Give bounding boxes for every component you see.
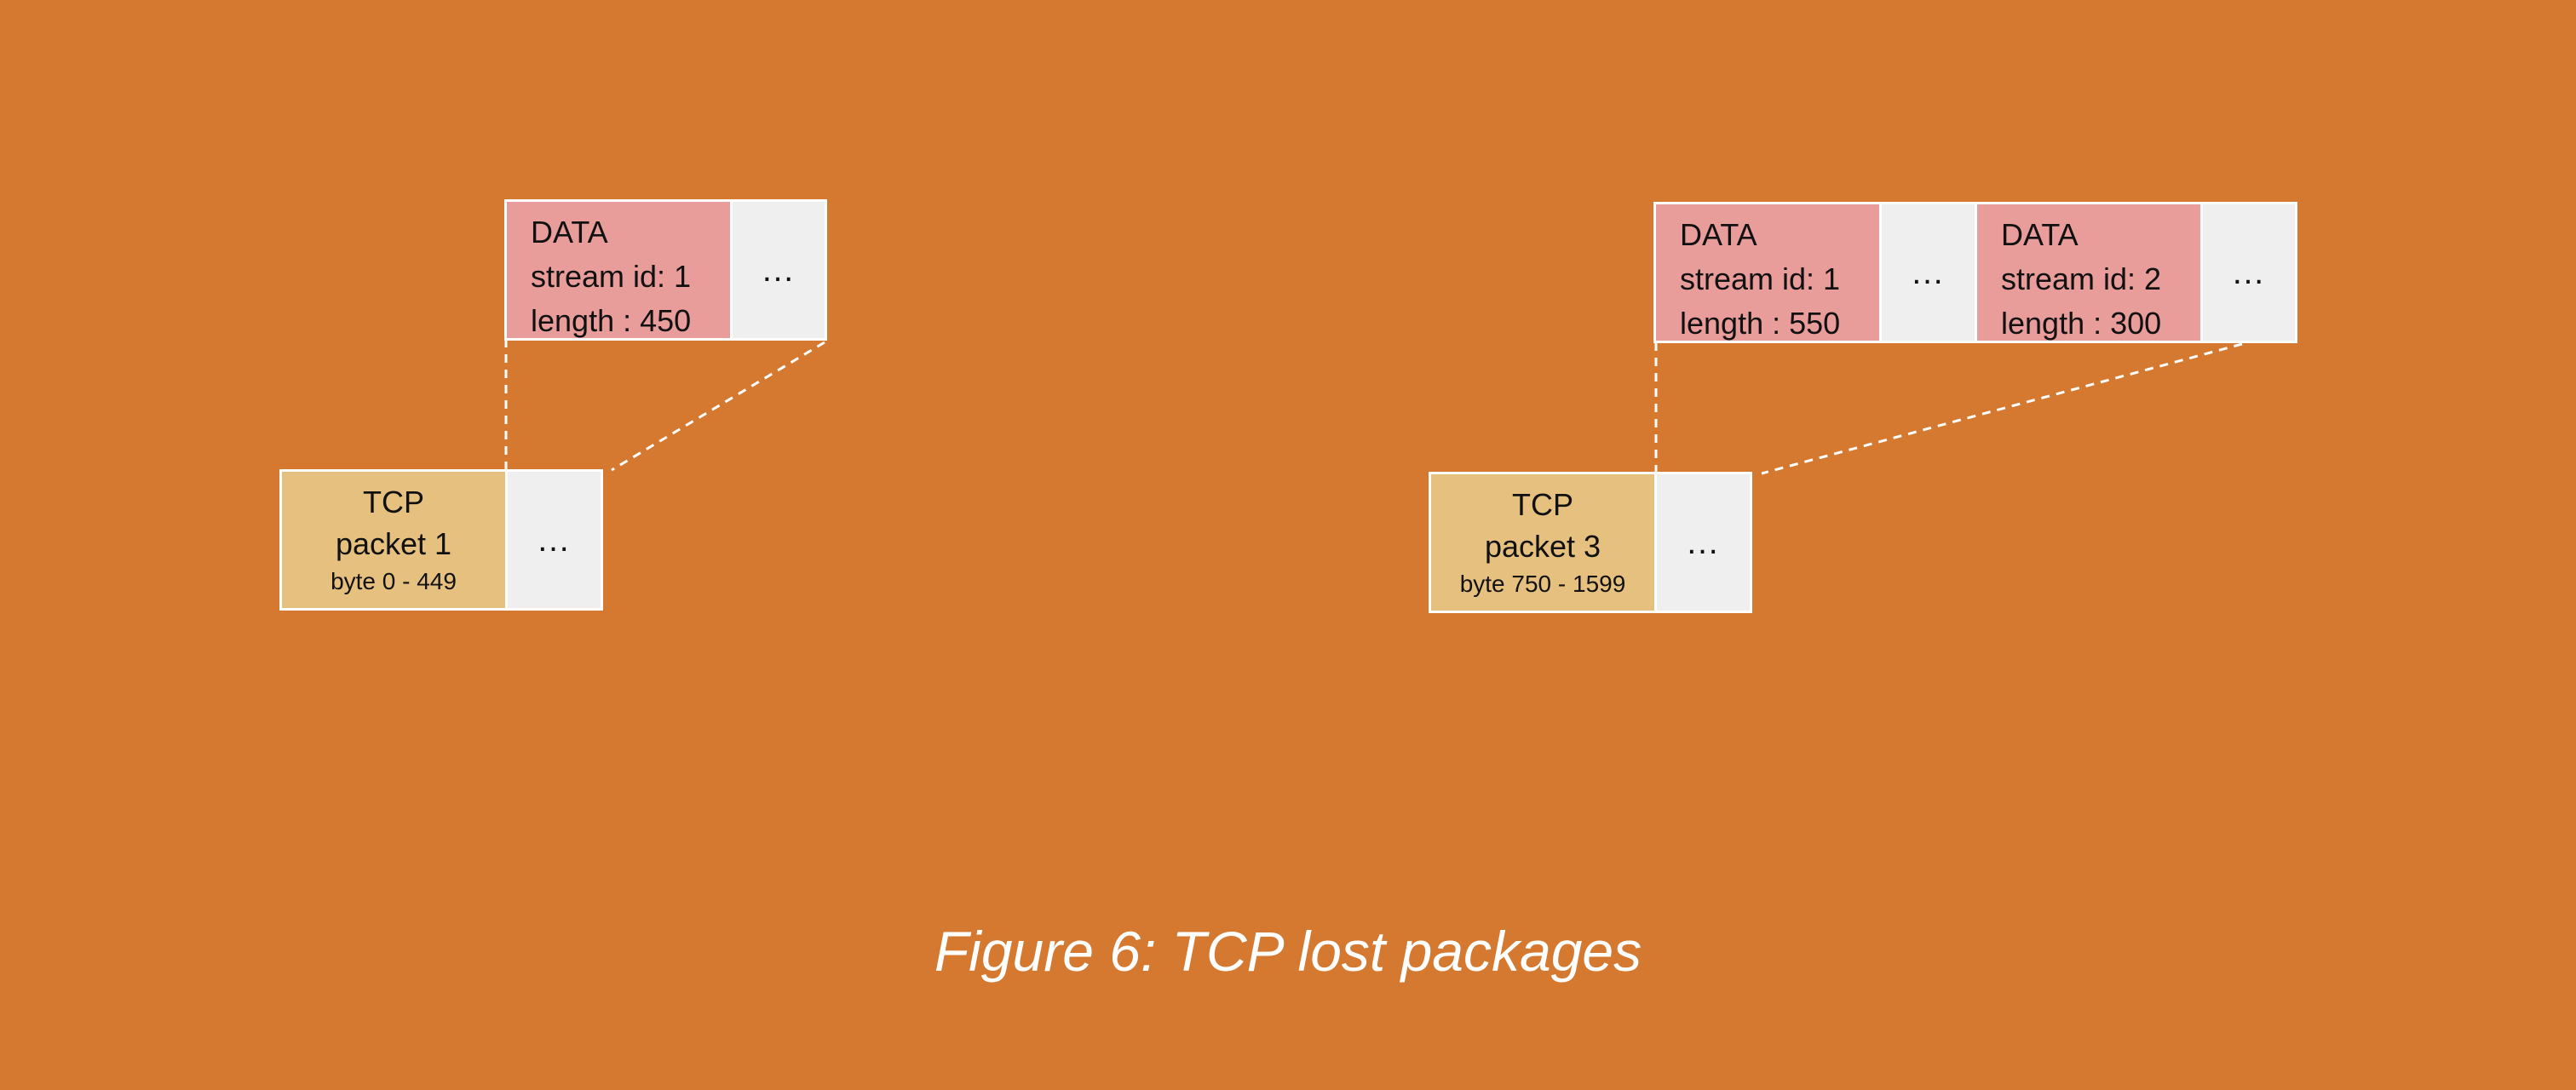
ellipsis-label: … bbox=[536, 520, 572, 559]
stream-id-label: stream id: 1 bbox=[1680, 261, 1841, 296]
right-data-ellipsis-2: … bbox=[2200, 202, 2297, 343]
right-connector-right bbox=[1761, 342, 2243, 475]
figure-caption: Figure 6: TCP lost packages bbox=[934, 920, 1642, 983]
length-label: length : 550 bbox=[1680, 306, 1841, 341]
right-data-ellipsis-1: … bbox=[1879, 202, 1977, 343]
stream-id-label: stream id: 2 bbox=[2001, 261, 2162, 296]
ellipsis-label: … bbox=[761, 250, 796, 289]
stream-id-label: stream id: 1 bbox=[531, 259, 692, 294]
ellipsis-label: … bbox=[1685, 523, 1722, 561]
frame-type-label: DATA bbox=[531, 215, 608, 250]
left-data-ellipsis: … bbox=[730, 199, 827, 341]
tcp-title: TCP bbox=[363, 485, 424, 519]
tcp-packet-name: packet 3 bbox=[1484, 529, 1601, 564]
tcp-packet-name: packet 1 bbox=[335, 526, 452, 561]
left-tcp-ellipsis: … bbox=[505, 469, 603, 611]
length-label: length : 450 bbox=[531, 303, 692, 338]
left-data-frame: DATA stream id: 1 length : 450 bbox=[504, 199, 733, 341]
frame-type-label: DATA bbox=[1680, 217, 1757, 252]
length-label: length : 300 bbox=[2001, 306, 2162, 341]
tcp-title: TCP bbox=[1512, 487, 1573, 522]
left-tcp-packet: TCP packet 1 byte 0 - 449 bbox=[279, 469, 508, 611]
right-tcp-ellipsis: … bbox=[1654, 472, 1752, 613]
left-connector-right bbox=[611, 341, 825, 472]
tcp-byte-range: byte 750 - 1599 bbox=[1459, 571, 1626, 597]
right-data-frame-1: DATA stream id: 1 length : 550 bbox=[1653, 202, 1882, 343]
right-tcp-packet: TCP packet 3 byte 750 - 1599 bbox=[1429, 472, 1657, 613]
ellipsis-label: … bbox=[1910, 253, 1946, 291]
tcp-byte-range: byte 0 - 449 bbox=[331, 568, 457, 594]
ellipsis-label: … bbox=[2231, 253, 2267, 291]
right-data-frame-2: DATA stream id: 2 length : 300 bbox=[1975, 202, 2203, 343]
frame-type-label: DATA bbox=[2001, 217, 2079, 252]
